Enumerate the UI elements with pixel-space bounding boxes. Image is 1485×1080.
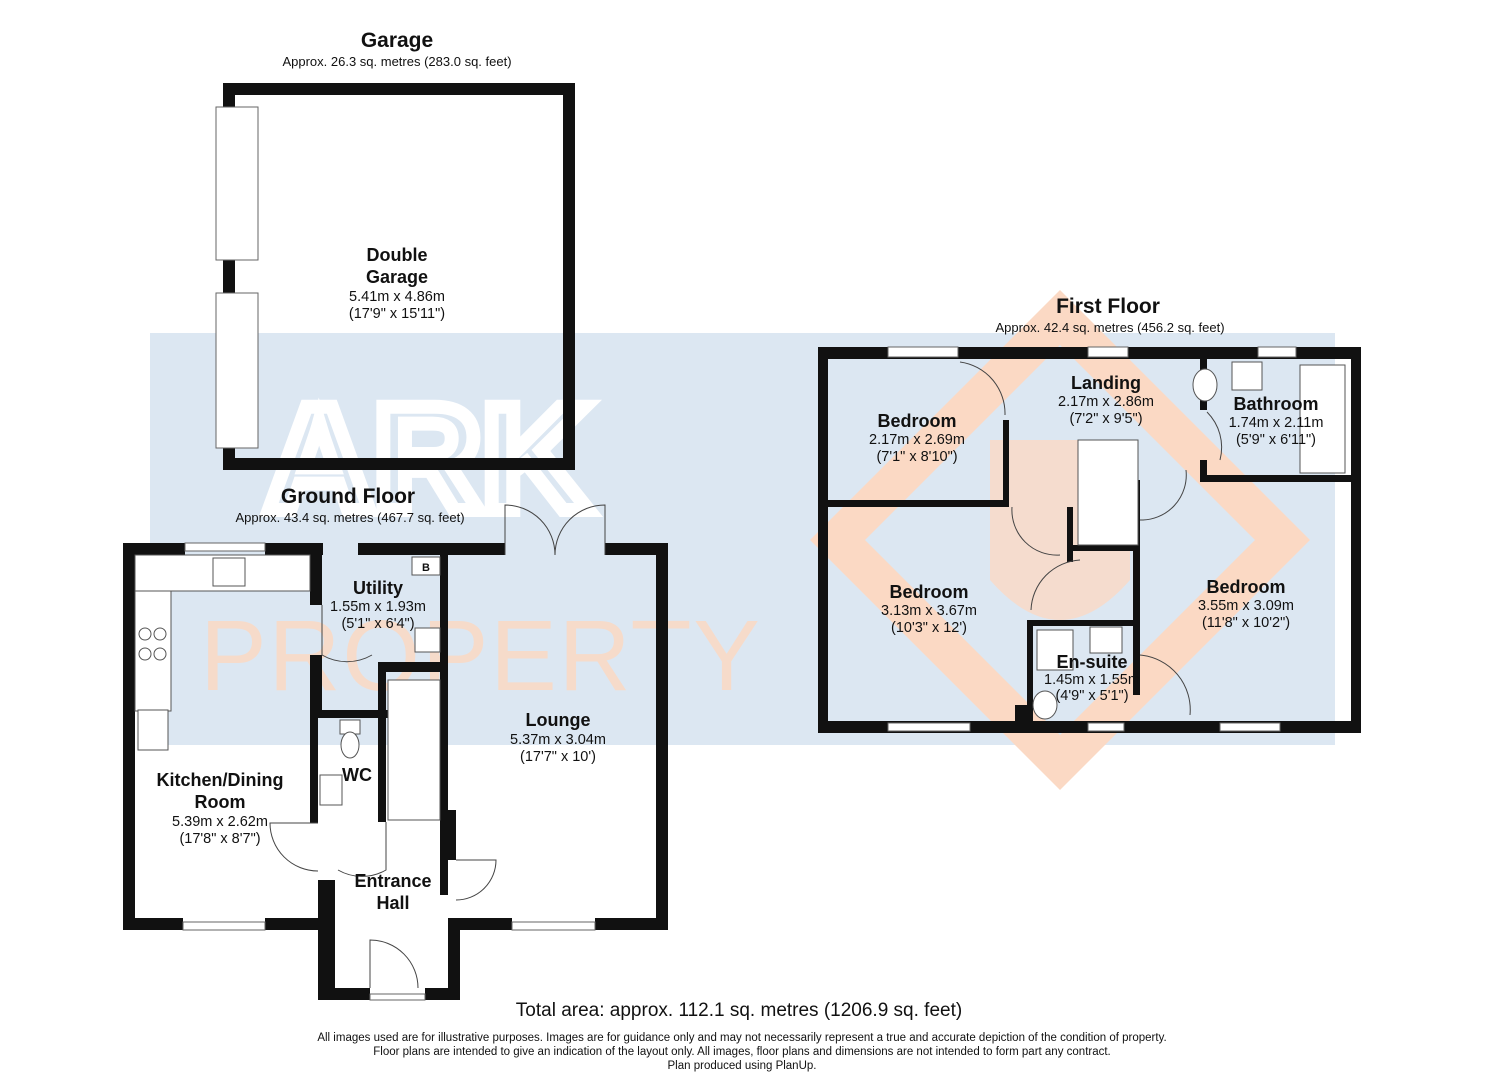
disclaimer: Plan produced using PlanUp. [668,1060,817,1072]
bath-icon [1299,364,1346,474]
garage-title: Garage [361,29,433,52]
room-dim-imperial: (7'1" x 8'10") [876,449,957,465]
ground-floor-area: Approx. 43.4 sq. metres (467.7 sq. feet) [235,510,464,525]
room-dim-metric: 1.45m x 1.55m [1044,672,1140,688]
room-dim-metric: 1.55m x 1.93m [330,599,426,615]
room-dim-imperial: (17'7" x 10') [520,749,596,765]
sink-icon [212,557,246,587]
footer: Total area: approx. 112.1 sq. metres (12… [317,1000,1166,1072]
basin-icon [319,774,343,806]
room-name: Lounge [526,710,591,730]
room-dim-imperial: (5'1" x 6'4") [341,616,414,632]
boiler [411,556,441,576]
room-name: Garage [366,267,428,287]
first-floor-area: Approx. 42.4 sq. metres (456.2 sq. feet) [995,320,1224,335]
disclaimer: All images used are for illustrative pur… [317,1032,1166,1044]
watermark-sub: PROPERTY [200,600,760,712]
disclaimer: Floor plans are intended to give an indi… [373,1046,1111,1058]
room-name: Entrance [354,871,431,891]
toilet-icon [1032,690,1058,720]
garage-plan: Garage Approx. 26.3 sq. metres (283.0 sq… [215,29,575,470]
basin-icon [1231,361,1263,391]
boiler-label: B [422,562,430,574]
first-floor-title: First Floor [1056,295,1160,318]
garage-door [215,292,259,449]
room-dim-metric: 3.13m x 3.67m [881,603,977,619]
garage-area: Approx. 26.3 sq. metres (283.0 sq. feet) [282,54,511,69]
room-dim-imperial: (11'8" x 10'2") [1202,615,1290,631]
room-name: Bathroom [1234,394,1319,414]
ground-floor-title: Ground Floor [281,485,415,508]
room-name: Landing [1071,373,1141,393]
room-name: Room [195,792,246,812]
room-name: Hall [376,893,409,913]
first-floor-plan: First Floor Approx. 42.4 sq. metres (456… [818,295,1361,733]
room-dim-metric: 1.74m x 2.11m [1229,415,1324,431]
toilet-icon [340,731,360,759]
room-name: Bedroom [1206,577,1285,597]
room-dim-imperial: (7'2" x 9'5") [1069,411,1142,427]
room-dim-imperial: (10'3" x 12') [891,620,967,636]
staircase [1077,439,1139,546]
total-area: Total area: approx. 112.1 sq. metres (12… [516,1000,962,1021]
room-name: Bedroom [889,582,968,602]
room-dim-metric: 2.17m x 2.69m [869,432,965,448]
room-dim-metric: 5.39m x 2.62m [172,814,268,830]
garage-door [215,106,259,261]
room-dim-imperial: (5'9" x 6'11") [1236,432,1316,448]
room-name: Kitchen/Dining [157,770,284,790]
basin-icon [1089,626,1123,654]
hob-icon [138,627,152,641]
staircase [387,679,441,821]
room-dim-metric: 2.17m x 2.86m [1058,394,1154,410]
room-name: Utility [353,578,403,598]
room-dim-imperial: (4'9" x 5'1") [1055,688,1128,704]
room-dim-metric: 3.55m x 3.09m [1198,598,1294,614]
room-name: En-suite [1056,652,1127,672]
room-dim-metric: 5.37m x 3.04m [510,732,606,748]
toilet-icon [1192,368,1218,402]
room-name: Bedroom [877,411,956,431]
shower-icon [1036,629,1074,671]
room-name: Double [367,245,428,265]
room-name: WC [342,765,372,785]
room-dim-imperial: (17'9" x 15'11") [349,306,445,322]
room-dim-metric: 5.41m x 4.86m [349,289,445,305]
room-dim-imperial: (17'8" x 8'7") [179,831,260,847]
ground-floor-plan: Ground Floor Approx. 43.4 sq. metres (46… [123,485,668,1001]
